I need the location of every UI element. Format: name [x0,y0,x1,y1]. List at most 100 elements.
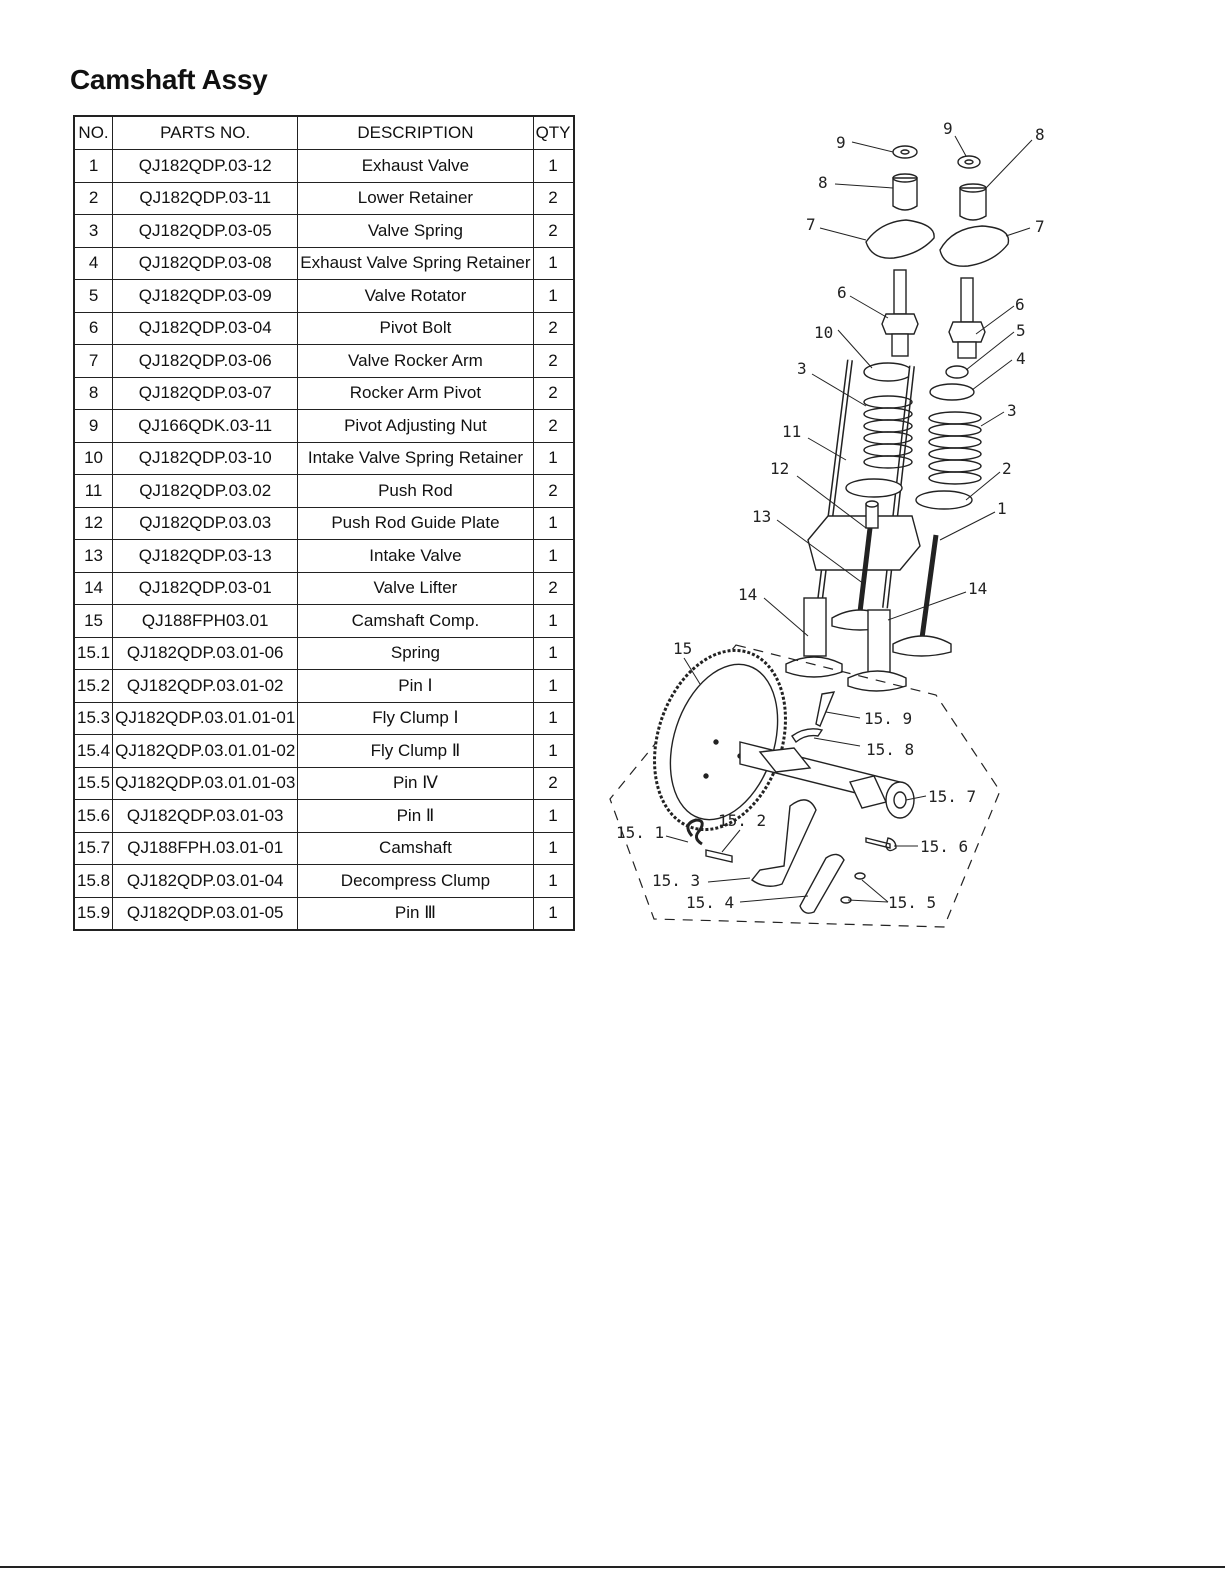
cell-qty: 1 [532,636,575,670]
cell-part: QJ182QDP.03.01.01-01 [112,701,299,735]
fly-clump-i [750,799,817,887]
cell-no: 15.1 [73,636,114,670]
cell-no: 15.6 [73,799,114,833]
cell-desc: Camshaft [297,831,534,865]
cell-desc: Camshaft Comp. [297,604,534,638]
callout-label: 12 [770,459,789,478]
cell-desc: Decompress Clump [297,864,534,898]
cell-qty: 1 [532,896,575,931]
cell-no: 12 [73,506,114,540]
cell-no: 13 [73,539,114,573]
callout-label: 9 [836,133,846,152]
pivot-bolt-right [948,277,986,359]
pivot-adjusting-nut-right [957,155,981,169]
cell-no: 7 [73,344,114,378]
cell-desc: Intake Valve Spring Retainer [297,441,534,475]
valve-rotator [945,365,969,379]
cell-qty: 2 [532,311,575,345]
valve-lifter-left [785,597,843,678]
cell-qty: 1 [532,799,575,833]
cell-qty: 1 [532,149,575,183]
cell-no: 2 [73,181,114,215]
cell-no: 8 [73,376,114,410]
cell-desc: Fly Clump Ⅱ [297,734,534,768]
callout-label: 5 [1016,321,1026,340]
cell-part: QJ182QDP.03-11 [112,181,299,215]
cell-desc: Exhaust Valve Spring Retainer [297,246,534,280]
header-qty: QTY [532,115,575,150]
cell-part: QJ182QDP.03-04 [112,311,299,345]
callout-label: 15. 5 [888,893,936,912]
callout-label: 11 [782,422,801,441]
cell-part: QJ182QDP.03.01.01-03 [112,766,299,800]
cell-no: 15.3 [73,701,114,735]
pivot-bolt-left [881,269,919,357]
cell-desc: Pivot Bolt [297,311,534,345]
spring-15-1 [686,818,704,846]
cell-qty: 1 [532,669,575,703]
cell-part: QJ182QDP.03-13 [112,539,299,573]
callout-label: 8 [1035,125,1045,144]
cell-qty: 1 [532,831,575,865]
cell-part: QJ182QDP.03.01-06 [112,636,299,670]
callout-label: 14 [738,585,757,604]
cell-qty: 2 [532,376,575,410]
cell-desc: Valve Lifter [297,571,534,605]
cell-desc: Valve Spring [297,214,534,248]
cell-part: QJ182QDP.03.01-04 [112,864,299,898]
cell-qty: 1 [532,246,575,280]
callout-label: 15. 9 [864,709,912,728]
cell-desc: Intake Valve [297,539,534,573]
valve-rocker-arm-left [865,219,935,259]
rocker-arm-pivot-right [959,183,987,221]
pin-iv-a [854,872,866,880]
cell-part: QJ182QDP.03.01-02 [112,669,299,703]
cell-no: 15.2 [73,669,114,703]
intake-valve-spring-retainer [863,362,913,382]
cell-desc: Lower Retainer [297,181,534,215]
cell-qty: 2 [532,344,575,378]
rocker-arm-pivot-left [892,173,918,211]
callout-label: 1 [997,499,1007,518]
cell-desc: Rocker Arm Pivot [297,376,534,410]
cell-part: QJ182QDP.03-12 [112,149,299,183]
callout-label: 15. 8 [866,740,914,759]
valve-spring-left [863,395,913,469]
pin-iii [815,691,836,727]
cell-no: 4 [73,246,114,280]
cell-part: QJ182QDP.03-07 [112,376,299,410]
cell-part: QJ182QDP.03.03 [112,506,299,540]
cell-no: 9 [73,409,114,443]
cell-qty: 2 [532,766,575,800]
cell-qty: 2 [532,409,575,443]
cell-part: QJ182QDP.03.01-05 [112,896,299,931]
callout-label: 15. 1 [616,823,664,842]
cell-part: QJ188FPH03.01 [112,604,299,638]
cell-no: 14 [73,571,114,605]
cell-qty: 1 [532,701,575,735]
cell-desc: Pin Ⅱ [297,799,534,833]
header-no: NO. [73,115,114,150]
cell-part: QJ182QDP.03.01.01-02 [112,734,299,768]
cell-no: 6 [73,311,114,345]
cell-part: QJ166QDK.03-11 [112,409,299,443]
callout-label: 8 [818,173,828,192]
cell-desc: Push Rod [297,474,534,508]
cell-qty: 1 [532,604,575,638]
cell-qty: 1 [532,279,575,313]
cell-part: QJ182QDP.03.02 [112,474,299,508]
cell-no: 11 [73,474,114,508]
callout-label: 3 [797,359,807,378]
valve-spring-right [928,411,982,485]
callout-label: 13 [752,507,771,526]
